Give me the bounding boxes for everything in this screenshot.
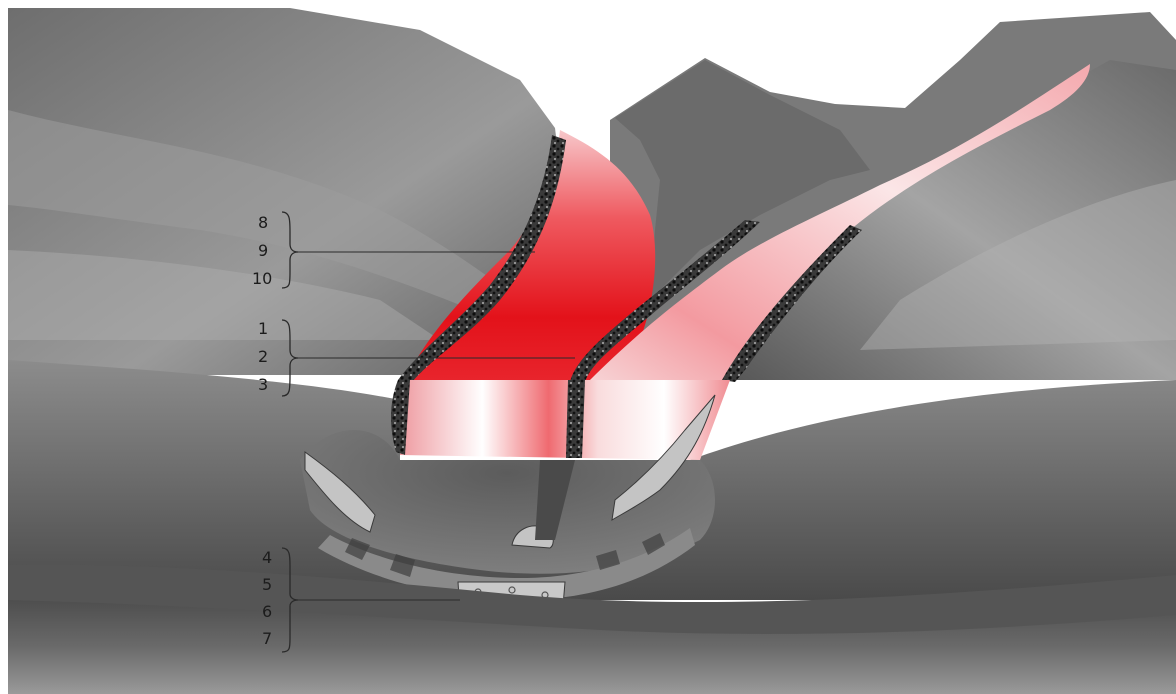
label-6: 6: [262, 602, 272, 621]
label-10: 10: [252, 269, 272, 288]
label-8: 8: [258, 213, 268, 232]
front-medial-debris: [566, 380, 585, 458]
label-1: 1: [258, 319, 268, 338]
label-9: 9: [258, 241, 268, 260]
label-3: 3: [258, 375, 268, 394]
label-2: 2: [258, 347, 268, 366]
label-4: 4: [262, 548, 272, 567]
label-7: 7: [262, 629, 272, 648]
label-5: 5: [262, 575, 272, 594]
